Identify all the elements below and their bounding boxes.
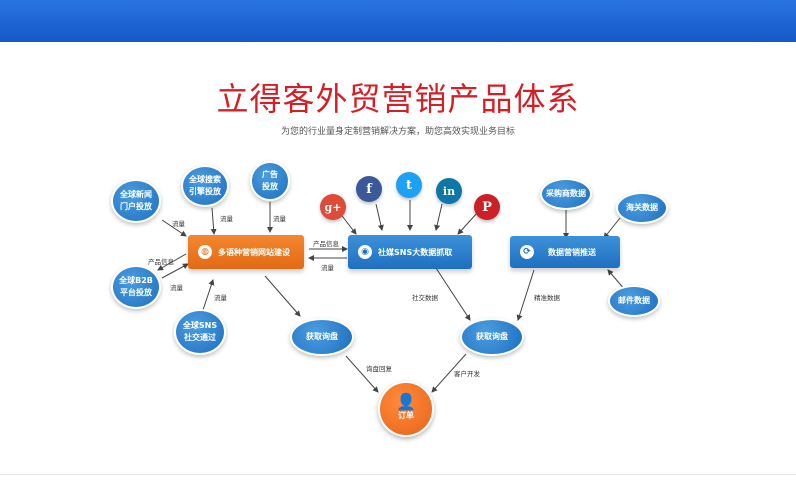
globe-icon: ◍ bbox=[198, 245, 212, 259]
node-buyer-data: 采购商数据 bbox=[540, 178, 592, 210]
arrow-to-inquiry-left bbox=[264, 275, 301, 317]
edge-label-social-data: 社交数据 bbox=[412, 294, 438, 302]
arrow-snspost bbox=[202, 279, 215, 311]
arrow-customs bbox=[603, 217, 621, 239]
node-sns-post: 全球SNS 社交通过 bbox=[174, 309, 226, 355]
arrow-product-to-b2b bbox=[157, 253, 187, 271]
edge-label-flow-2: 流量 bbox=[220, 215, 233, 223]
edge-label-flow-mid: 流量 bbox=[321, 264, 334, 272]
google-plus-icon: g+ bbox=[320, 194, 346, 220]
edge-label-product-info-mid: 产品信息 bbox=[313, 240, 339, 248]
node-customs-data: 海关数据 bbox=[616, 192, 668, 224]
node-inquiry-right: 获取询盘 bbox=[460, 318, 524, 356]
facebook-icon: f bbox=[356, 176, 382, 202]
edge-label-flow-4: 流量 bbox=[170, 284, 183, 292]
arrow-facebook bbox=[375, 203, 384, 231]
arrow-pinterest bbox=[457, 211, 479, 235]
box-data-push: ⟳ 数据营销推送 bbox=[510, 236, 620, 268]
node-search-engine: 全球搜索 引擎投放 bbox=[181, 165, 229, 207]
footer-divider bbox=[0, 474, 796, 475]
user-icon: 👤 bbox=[396, 392, 416, 411]
edge-label-flow-5: 流量 bbox=[214, 294, 227, 302]
node-news-portal: 全球新闻 门户投放 bbox=[111, 179, 161, 223]
edge-label-precise-data: 精准数据 bbox=[534, 294, 560, 302]
target-icon: ◉ bbox=[358, 245, 372, 259]
edge-label-customer-dev: 客户开发 bbox=[454, 370, 480, 378]
arrow-search bbox=[210, 207, 217, 235]
edge-label-inquiry-reply: 询盘回复 bbox=[366, 365, 392, 373]
node-inquiry-left: 获取询盘 bbox=[290, 318, 354, 356]
refresh-icon: ⟳ bbox=[520, 245, 534, 259]
node-b2b: 全球B2B 平台投放 bbox=[111, 265, 161, 309]
page-title: 立得客外贸营销产品体系 bbox=[216, 80, 580, 118]
page-subtitle: 为您的行业量身定制营销解决方案，助您高效实现业务目标 bbox=[280, 127, 515, 137]
linkedin-icon: in bbox=[436, 178, 462, 204]
arrow-linkedin bbox=[434, 203, 443, 231]
node-ads: 广告 投放 bbox=[250, 161, 290, 201]
twitter-icon: t bbox=[396, 172, 422, 198]
top-banner bbox=[0, 0, 796, 42]
arrow-inquiry-right-to-order bbox=[431, 353, 467, 393]
box-website-build: ◍ 多语种营销网站建设 bbox=[188, 235, 304, 269]
arrow-to-inquiry-right bbox=[435, 267, 471, 321]
edge-label-flow-1: 流量 bbox=[172, 220, 185, 228]
box-sns-scrape: ◉ 社媒SNS大数据抓取 bbox=[348, 235, 472, 269]
arrow-b2b bbox=[161, 263, 189, 279]
arrow-inquiry-left-to-order bbox=[345, 355, 379, 393]
node-email-data: 邮件数据 bbox=[608, 285, 660, 317]
node-order: 👤 订单 bbox=[378, 381, 434, 437]
arrow-to-inquiry-right-2 bbox=[516, 269, 535, 321]
pinterest-icon: P bbox=[474, 194, 500, 220]
arrow-portal bbox=[161, 219, 187, 237]
edge-label-product-info-left: 产品信息 bbox=[148, 258, 174, 266]
edge-label-flow-3: 流量 bbox=[273, 215, 286, 223]
